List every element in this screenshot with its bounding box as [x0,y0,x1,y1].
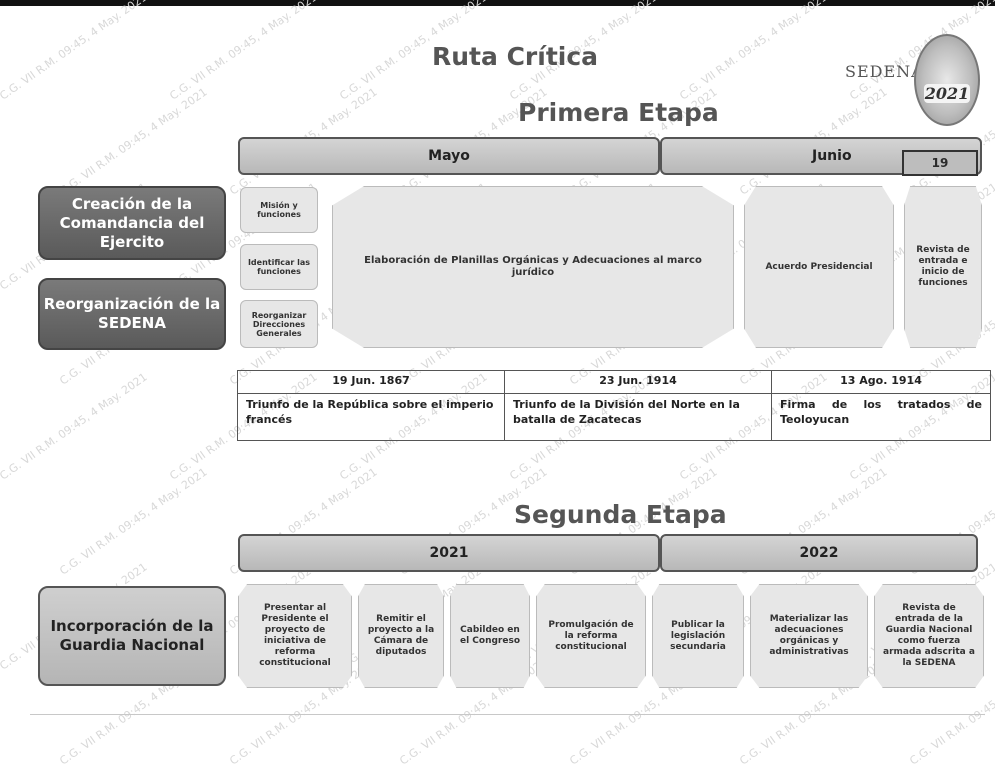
seal-year: 2021 [924,84,970,103]
watermark-text: C.G. VII R.M. 09:45, 4 May. 2021 [0,0,150,103]
task-presentar-iniciativa: Presentar al Presidente el proyecto de i… [238,584,352,688]
task-identificar-funciones: Identificar las funciones [240,244,318,290]
table-row: Triunfo de la República sobre el imperio… [237,393,991,441]
stage2-heading: Segunda Etapa [514,500,727,529]
top-border [0,0,995,6]
history-event: Triunfo de la República sobre el imperio… [237,393,505,441]
watermark-text: C.G. VII R.M. 09:45, 4 May. 2021 [57,465,210,578]
side-label-guardia: Incorporación de la Guardia Nacional [38,586,226,686]
task-revista-guardia: Revista de entrada de la Guardia Naciona… [874,584,984,688]
task-acuerdo: Acuerdo Presidencial [744,186,894,348]
month-bar-mayo: Mayo [238,137,660,175]
task-publicar-legislacion: Publicar la legislación secundaria [652,584,744,688]
task-revista-entrada: Revista de entrada e inicio de funciones [904,186,982,348]
task-reorganizar-direcciones: Reorganizar Direcciones Generales [240,300,318,348]
sedena-logo-text: SEDENA [845,62,924,81]
page-title: Ruta Crítica [432,42,599,71]
watermark-text: C.G. VII R.M. 09:45, 4 May. 2021 [167,0,320,103]
side-label-comandancia: Creación de la Comandancia del Ejercito [38,186,226,260]
stage1-heading: Primera Etapa [518,98,719,127]
history-date: 13 Ago. 1914 [771,370,991,394]
bottom-divider [30,714,985,715]
task-mision-funciones: Misión y funciones [240,187,318,233]
table-row: 19 Jun. 1867 23 Jun. 1914 13 Ago. 1914 [237,370,991,394]
history-date: 23 Jun. 1914 [504,370,772,394]
history-event: Triunfo de la División del Norte en la b… [504,393,772,441]
watermark-text: C.G. VII R.M. 09:45, 4 May. 2021 [0,370,150,483]
history-event: Firma de los tratados de Teoloyucan [771,393,991,441]
watermark-text: C.G. VII R.M. 09:45, 4 May. 2021 [57,85,210,198]
history-date: 19 Jun. 1867 [237,370,505,394]
year-bar-2021: 2021 [238,534,660,572]
side-label-reorganizacion: Reorganización de la SEDENA [38,278,226,350]
day-badge: 19 [902,150,978,176]
history-table: 19 Jun. 1867 23 Jun. 1914 13 Ago. 1914 T… [237,370,991,441]
task-cabildeo: Cabildeo en el Congreso [450,584,530,688]
task-promulgacion: Promulgación de la reforma constituciona… [536,584,646,688]
year-bar-2022: 2022 [660,534,978,572]
watermark-text: C.G. VII R.M. 09:45, 4 May. 2021 [677,0,830,103]
task-materializar-adecuaciones: Materializar las adecuaciones orgánicas … [750,584,868,688]
task-planillas: Elaboración de Planillas Orgánicas y Ade… [332,186,734,348]
anniversary-seal-icon: 2021 [914,34,980,126]
task-remitir-proyecto: Remitir el proyecto a la Cámara de diput… [358,584,444,688]
